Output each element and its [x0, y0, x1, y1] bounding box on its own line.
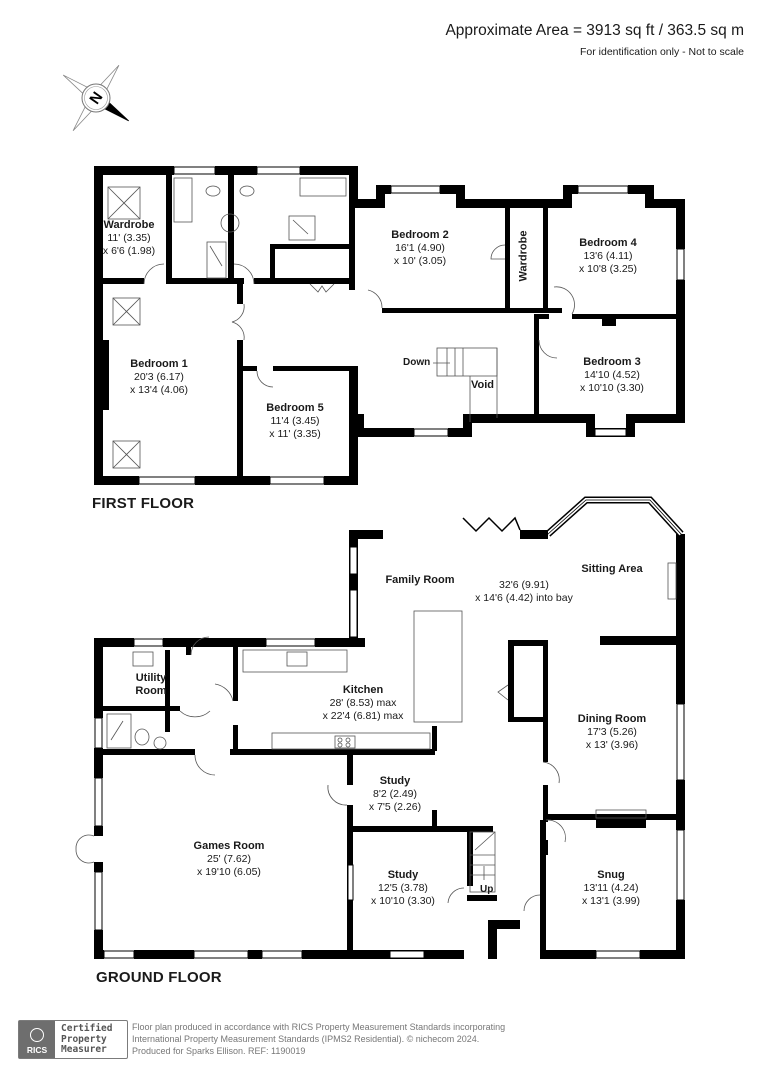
room-label-kitchen: Kitchen 28' (8.53) max x 22'4 (6.81) max: [322, 684, 404, 722]
certified-property-measurer-text: Certified Property Measurer: [61, 1023, 113, 1055]
room-label-snug: Snug 13'11 (4.24) x 13'1 (3.99): [581, 869, 641, 907]
room-label-sitting-area: Sitting Area: [581, 563, 643, 575]
rics-crest-icon: [30, 1028, 44, 1042]
room-label-bedroom-4: Bedroom 4 13'6 (4.11) x 10'8 (3.25): [578, 237, 638, 275]
room-label-study-large: Study 12'5 (3.78) x 10'10 (3.30): [371, 869, 435, 907]
room-label-study-small: Study 8'2 (2.49) x 7'5 (2.26): [368, 775, 422, 813]
first-floor-title: FIRST FLOOR: [92, 495, 195, 512]
room-label-bedroom-2: Bedroom 2 16'1 (4.90) x 10' (3.05): [391, 229, 449, 267]
room-label-wardrobe-1: Wardrobe 11' (3.35) x 6'6 (1.98): [102, 219, 156, 257]
stairs-up-label: Up: [480, 884, 494, 895]
room-label-wardrobe-2: Wardrobe: [517, 230, 530, 282]
footer-disclaimer: Floor plan produced in accordance with R…: [132, 1022, 506, 1056]
ground-floor-title: GROUND FLOOR: [96, 969, 222, 986]
room-label-utility-room: Utility Room: [135, 672, 167, 697]
void-label: Void: [471, 379, 495, 391]
rics-certified-logo: RICS Certified Property Measurer: [18, 1020, 128, 1059]
approximate-area: Approximate Area = 3913 sq ft / 363.5 sq…: [445, 22, 744, 39]
room-label-bedroom-3: Bedroom 3 14'10 (4.52) x 10'10 (3.30): [580, 356, 644, 394]
room-label-dining-room: Dining Room 17'3 (5.26) x 13' (3.96): [577, 713, 647, 751]
rics-badge: RICS: [19, 1021, 55, 1058]
room-label-bedroom-1: Bedroom 1 20'3 (6.17) x 13'4 (4.06): [129, 358, 189, 396]
disclaimer-note: For identification only - Not to scale: [580, 46, 744, 58]
room-label-bedroom-5: Bedroom 5 11'4 (3.45) x 11' (3.35): [266, 402, 324, 440]
family-room-dimensions: 32'6 (9.91) x 14'6 (4.42) into bay: [475, 579, 573, 604]
room-label-family-room: Family Room: [385, 574, 455, 586]
room-label-games-room: Games Room 25' (7.62) x 19'10 (6.05): [193, 840, 265, 878]
stairs-down-label: Down: [403, 357, 431, 368]
